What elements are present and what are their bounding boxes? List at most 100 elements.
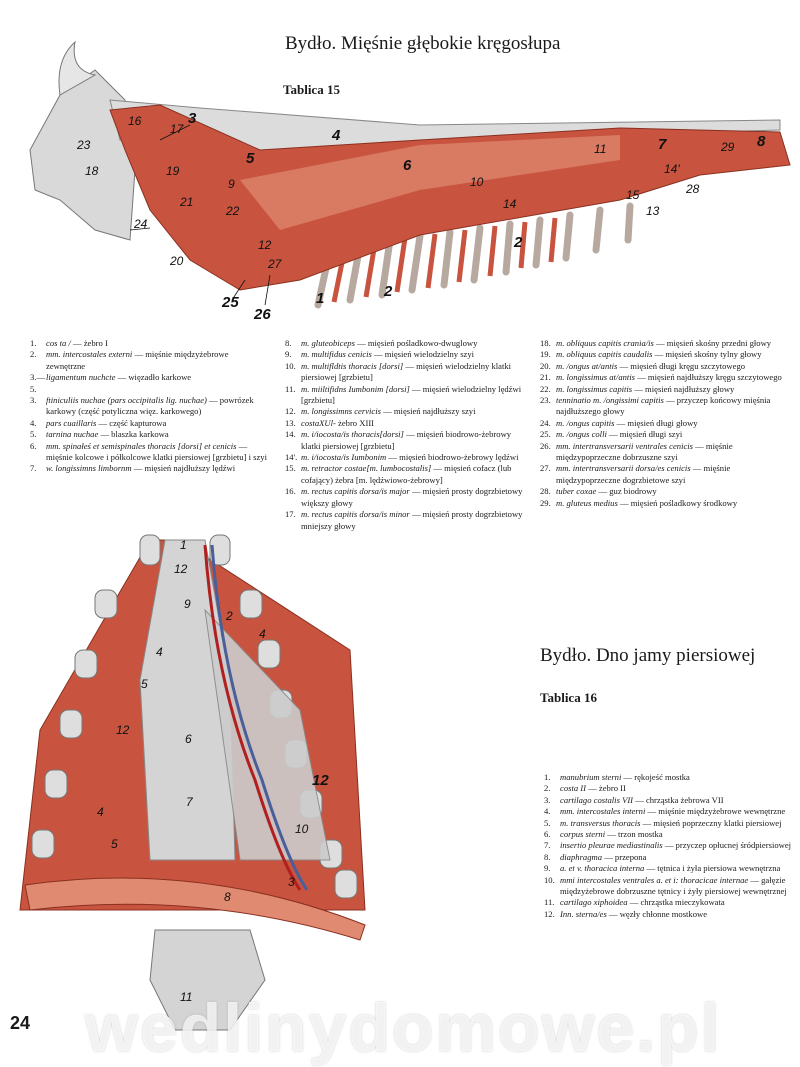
legend-latin: m. longissimus capitis [556,383,633,394]
legend-text: m. miiltifidns Iumbonim [dorsi] — mięsie… [301,384,525,407]
legend-number: 5. [30,429,37,440]
legend-text: costa II — żebro II [560,783,626,794]
label-28: 28 [686,182,700,196]
legend-text: Inn. sterna/es — węzły chłonne mostkowe [560,909,707,920]
legend-item: 20.m. /ongus at/antis — mięsień długi kr… [540,361,795,372]
legend-text: mm. intercostales interni — mięśnie międ… [560,806,785,817]
legend-item: 14'.m. i/iocosta/is Iumbonim — mięsień b… [285,452,525,463]
legend-polish: — guz biodrowy [598,486,657,497]
legend-item: 5.m. transversus thoracis — mięsień popr… [544,818,796,829]
legend-latin: pars cuaillaris [46,417,97,428]
legend-text: corpus sterni — trzon mostka [560,829,663,840]
label-4: 4 [332,127,341,144]
legend-latin: a. et v. thoracica interna [560,863,645,874]
legend-polish: — mięsień długi głowy [616,417,698,428]
legend-text: m. longissimus at/antis — mięsień najdłu… [556,372,782,383]
legend-number: 21. [540,372,551,383]
legend-number: 14'. [285,452,298,463]
plate16-title: Bydło. Dno jamy piersiowej [540,645,756,666]
legend-latin: ligamentum nuchcte [46,372,116,383]
legend-item: 3.cartilago costalis VII — chrząstka żeb… [544,795,796,806]
label-23: 23 [77,138,91,152]
legend-text: cartilago xiphoidea — chrząstka mieczyko… [560,897,725,908]
label-26: 26 [254,306,271,323]
label-2: 2 [226,609,233,623]
legend-item: 27.mm. intertransversarii dorsa/es cenic… [540,463,795,486]
legend-text: m. obliquus capitis crania/is — mięsień … [556,338,771,349]
legend-number: 24. [540,417,551,428]
legend-number: 2. [544,783,551,794]
legend-item: 6.mm. spinałeś et semispinales thoracis … [30,441,268,464]
legend-latin: ftiniculiis nuchae (pars occipitalis lig… [46,395,207,406]
label-18: 18 [85,164,99,178]
legend-item: 8.diaphragma — przepona [544,852,796,863]
thoracic-vein [210,544,309,891]
legend-polish: — mięsień biodrowo-żebrowy lędźwi [388,452,519,463]
legend-polish: — mięsień biodrowo-żebrowy klatki piersi… [301,429,512,451]
legend-item: 21. m. longissimus at/antis — mięsień naj… [540,372,795,383]
legend-number: 3. [30,395,37,406]
legend-text: a. et v. thoracica interna — tętnica i ż… [560,863,780,874]
legend-item: 22.m. longissimus capitis — mięsień najd… [540,384,795,395]
legend-latin: m. longissimns cervicis [301,406,381,417]
legend-number: 8. [285,338,292,348]
legend-item: 7.insertio pleurae mediastinalis — przyc… [544,840,796,851]
legend-number: 26. [540,440,551,451]
legend-item: 2.mm. intercostales externi — mięśnie mi… [30,349,268,372]
legend-item: 8.m. gluteobiceps — mięsień pośladkowo-d… [285,338,525,349]
legend-item: 5.tarnina nuchae — blaszka karkowa [30,429,268,440]
legend-polish: — mięsień prosty dogrzbietowy większy gł… [301,486,523,508]
legend-item: 14.m. i/iocosta/is thoracis[dorsi] — mię… [285,429,525,452]
legend-latin: m. longissimus at/antis [556,372,636,383]
legend-latin: m. i/iocosta/is Iumbonim [301,452,387,463]
legend-polish: — mięsień wielodzielny lędźwi [grzbietu] [301,383,522,406]
legend-latin: m. retractor costae[m. lumbocostalis] [301,463,432,474]
legend-latin: m. gluteobiceps [301,338,355,348]
label-29: 29 [721,140,735,154]
legend-number: 23. [540,395,551,406]
legend-item: 25.m. /ongus colli — mięsień długi szyi [540,429,795,440]
label-17: 17 [170,122,184,136]
legend-polish: — węzły chłonne mostkowe [608,908,708,919]
legend-text: mmi intercostales ventrales a. et i: tho… [560,875,796,898]
legend-polish: — mięsień najdłuższy lędźwi [133,463,236,474]
legend-number: 11. [544,897,555,908]
legend-latin: tarnina nuchae [46,429,99,440]
legend-text: pars cuaillaris — część kapturowa [46,418,166,429]
legend-number: 9. [285,349,292,360]
legend-latin: m. i/iocosta/is thoracis[dorsi] [301,429,404,440]
legend-latin: m. rectus capitis dorsa/is major [301,486,410,497]
legend-latin: mm. intercostales externi [46,349,133,360]
legend-number: 3. [544,794,551,805]
label-5: 5 [246,150,255,167]
legend-polish: — mięśnie międzyżebrowe zewnętrzne [46,349,229,371]
label-7: 7 [658,136,667,153]
legend-text: ligamentum nuchcte — więzadło karkowe [46,372,191,395]
legend-latin: cartilago xiphoidea [560,897,628,908]
label-1: 1 [316,290,325,307]
legend-polish: — mięśnie międzypoprzeczne dobrzuszne sz… [556,440,733,463]
legend-text: costaXUl- żebro XIII [301,418,374,429]
label-9: 9 [228,177,235,191]
intercostal-muscles [331,217,558,303]
label-10: 10 [470,175,484,189]
plate15-legend-col2: 8.m. gluteobiceps — mięsień pośladkowo-d… [285,338,525,532]
thoracic-artery [203,544,302,891]
label-4: 4 [259,627,266,641]
label-25: 25 [222,294,239,311]
legend-latin: m. multifidus cenicis [301,349,372,360]
legend-number: 27. [540,463,551,474]
legend-number: 16. [285,486,296,497]
legend-text: m. retractor costae[m. lumbocostalis] — … [301,463,525,486]
legend-number: 1. [544,772,551,782]
legend-text: ftiniculiis nuchae (pars occipitalis lig… [46,395,268,418]
legend-number: 10. [285,360,296,371]
legend-item: 18.m. obliquus capitis crania/is — mięsi… [540,338,795,349]
label-6: 6 [185,732,192,746]
label-8: 8 [757,133,766,150]
label-11: 11 [594,142,607,156]
legend-text: tenninatio m. /ongissimi capitis — przyc… [556,395,795,418]
label-10: 10 [295,822,309,836]
legend-text: m. /ongus at/antis — mięsień długi kręgu… [556,361,745,372]
legend-item: 29.m. gluteus medius — mięsień pośladkow… [540,498,795,509]
